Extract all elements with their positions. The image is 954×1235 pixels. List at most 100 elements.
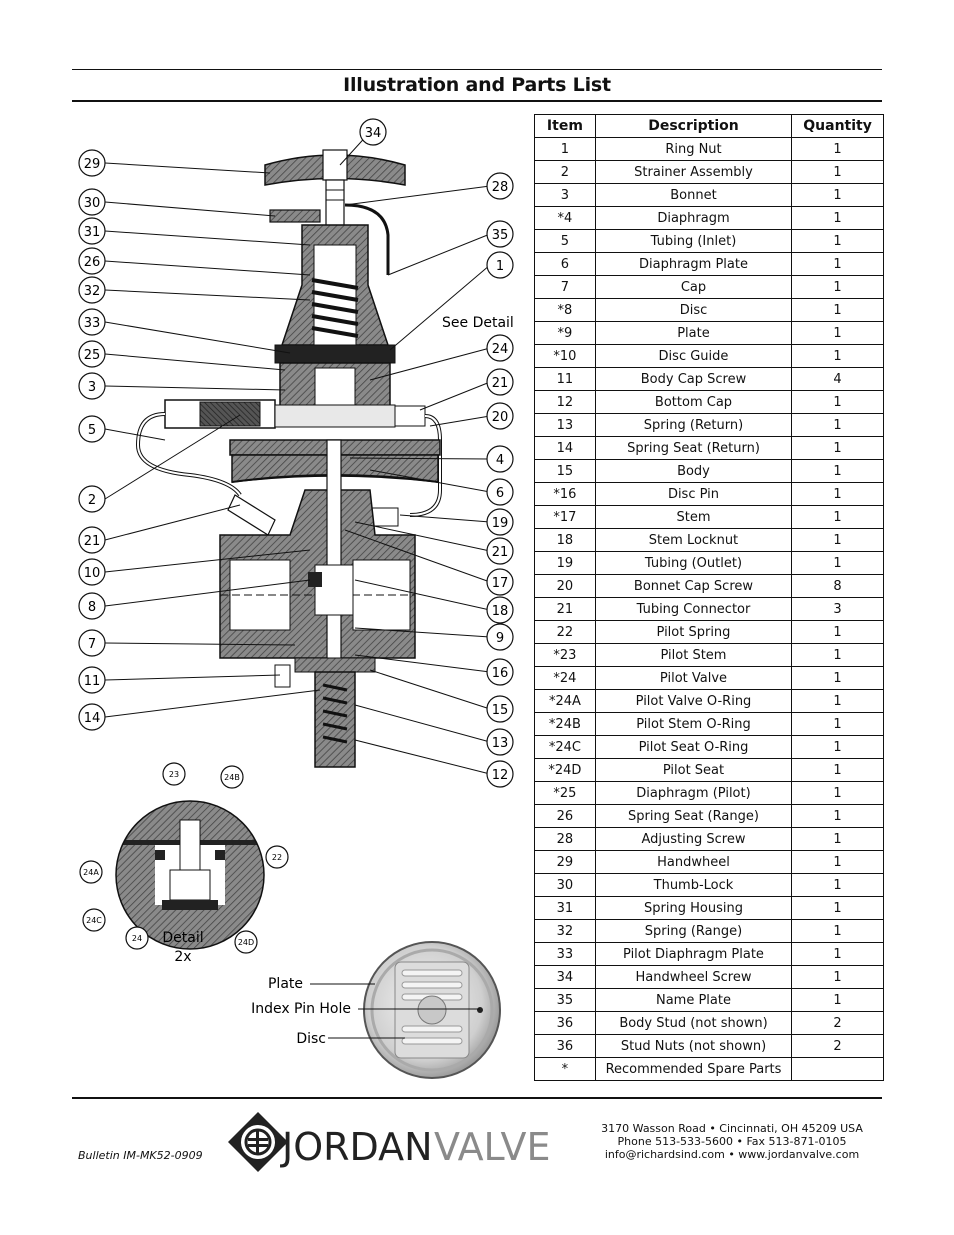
item-cell: 21 xyxy=(534,597,596,621)
description-cell: Pilot Valve O-Ring xyxy=(594,689,793,713)
quantity-cell: 1 xyxy=(791,551,884,575)
callout-circle xyxy=(78,372,106,400)
jordan-valve-emblem xyxy=(228,1112,288,1172)
callout-number: 31 xyxy=(84,225,101,240)
table-header-row: Item Description Quantity xyxy=(534,114,884,138)
description-cell: Pilot Stem O-Ring xyxy=(594,712,793,736)
callout-circle xyxy=(78,629,106,657)
title-rule xyxy=(72,100,882,102)
callout-bubble: 3 xyxy=(78,372,106,400)
callout-circle xyxy=(78,526,106,554)
quantity-cell: 1 xyxy=(791,459,884,483)
item-cell: 36 xyxy=(534,1011,596,1035)
quantity-cell: 1 xyxy=(791,390,884,414)
callout-number: 18 xyxy=(492,604,509,619)
callout-bubble: 4 xyxy=(486,445,514,473)
item-cell: *24C xyxy=(534,735,596,759)
item-cell: *24 xyxy=(534,666,596,690)
description-cell: Tubing (Outlet) xyxy=(594,551,793,575)
quantity-cell: 4 xyxy=(791,367,884,391)
callout-number: 11 xyxy=(84,674,101,689)
description-cell: Bonnet xyxy=(594,183,793,207)
item-cell: 18 xyxy=(534,528,596,552)
callout-number: 2 xyxy=(88,493,96,508)
item-cell: 1 xyxy=(534,137,596,161)
description-cell: Stud Nuts (not shown) xyxy=(594,1034,793,1058)
item-cell: 2 xyxy=(534,160,596,184)
jordan-valve-logo: JORDAN VALVE xyxy=(228,1112,551,1172)
index-pin-hole-label: Index Pin Hole xyxy=(251,1001,351,1017)
column-header-quantity: Quantity xyxy=(791,114,884,138)
description-cell: Spring (Return) xyxy=(594,413,793,437)
callout-number: 3 xyxy=(88,380,96,395)
description-cell: Pilot Stem xyxy=(594,643,793,667)
description-cell: Tubing Connector xyxy=(594,597,793,621)
phone-line: Phone 513-533-5600 • Fax 513-871-0105 xyxy=(617,1135,847,1148)
callout-bubble: 10 xyxy=(78,558,106,586)
item-cell: * xyxy=(534,1057,596,1081)
description-cell: Pilot Spring xyxy=(594,620,793,644)
callout-number: 25 xyxy=(84,348,101,363)
callout-circle xyxy=(78,308,106,336)
item-cell: 19 xyxy=(534,551,596,575)
item-cell: *16 xyxy=(534,482,596,506)
callout-number: 19 xyxy=(492,516,509,531)
callout-number: 35 xyxy=(492,228,509,243)
callout-number: 17 xyxy=(492,576,509,591)
callout-bubble: 18 xyxy=(486,596,514,624)
callout-number: 21 xyxy=(492,376,509,391)
callout-circle xyxy=(78,592,106,620)
callout-number: 26 xyxy=(84,255,101,270)
callout-bubble: 2 xyxy=(78,485,106,513)
callout-number: 34 xyxy=(365,126,382,141)
callout-bubble: 16 xyxy=(486,658,514,686)
quantity-cell: 1 xyxy=(791,413,884,437)
quantity-cell: 1 xyxy=(791,436,884,460)
callout-number: 24A xyxy=(83,868,99,877)
callout-bubble: 21 xyxy=(486,537,514,565)
web-line: info@richardsind.com • www.jordanvalve.c… xyxy=(604,1148,860,1161)
description-cell: Disc Pin xyxy=(594,482,793,506)
quantity-cell: 1 xyxy=(791,666,884,690)
callout-circle xyxy=(486,728,514,756)
callout-circle xyxy=(78,276,106,304)
detail-label: Detail xyxy=(162,930,203,946)
description-cell: Spring Seat (Return) xyxy=(594,436,793,460)
item-cell: 15 xyxy=(534,459,596,483)
callout-circle xyxy=(486,537,514,565)
quantity-cell: 1 xyxy=(791,528,884,552)
quantity-cell: 1 xyxy=(791,689,884,713)
callout-number: 30 xyxy=(84,196,101,211)
quantity-cell: 1 xyxy=(791,781,884,805)
callout-circle xyxy=(78,247,106,275)
quantity-cell: 1 xyxy=(791,321,884,345)
item-cell: 12 xyxy=(534,390,596,414)
callout-circle xyxy=(78,485,106,513)
callout-number: 32 xyxy=(84,284,101,299)
item-cell: 11 xyxy=(534,367,596,391)
quantity-cell: 1 xyxy=(791,160,884,184)
item-cell: *24D xyxy=(534,758,596,782)
callout-circle xyxy=(486,478,514,506)
callout-bubble: 28 xyxy=(486,172,514,200)
callout-circle xyxy=(486,568,514,596)
quantity-cell: 3 xyxy=(791,597,884,621)
callout-circle xyxy=(78,558,106,586)
description-cell: Body xyxy=(594,459,793,483)
callout-bubble: 29 xyxy=(78,149,106,177)
table-row: *Recommended Spare Parts xyxy=(534,1057,884,1081)
callout-circle xyxy=(125,926,149,950)
